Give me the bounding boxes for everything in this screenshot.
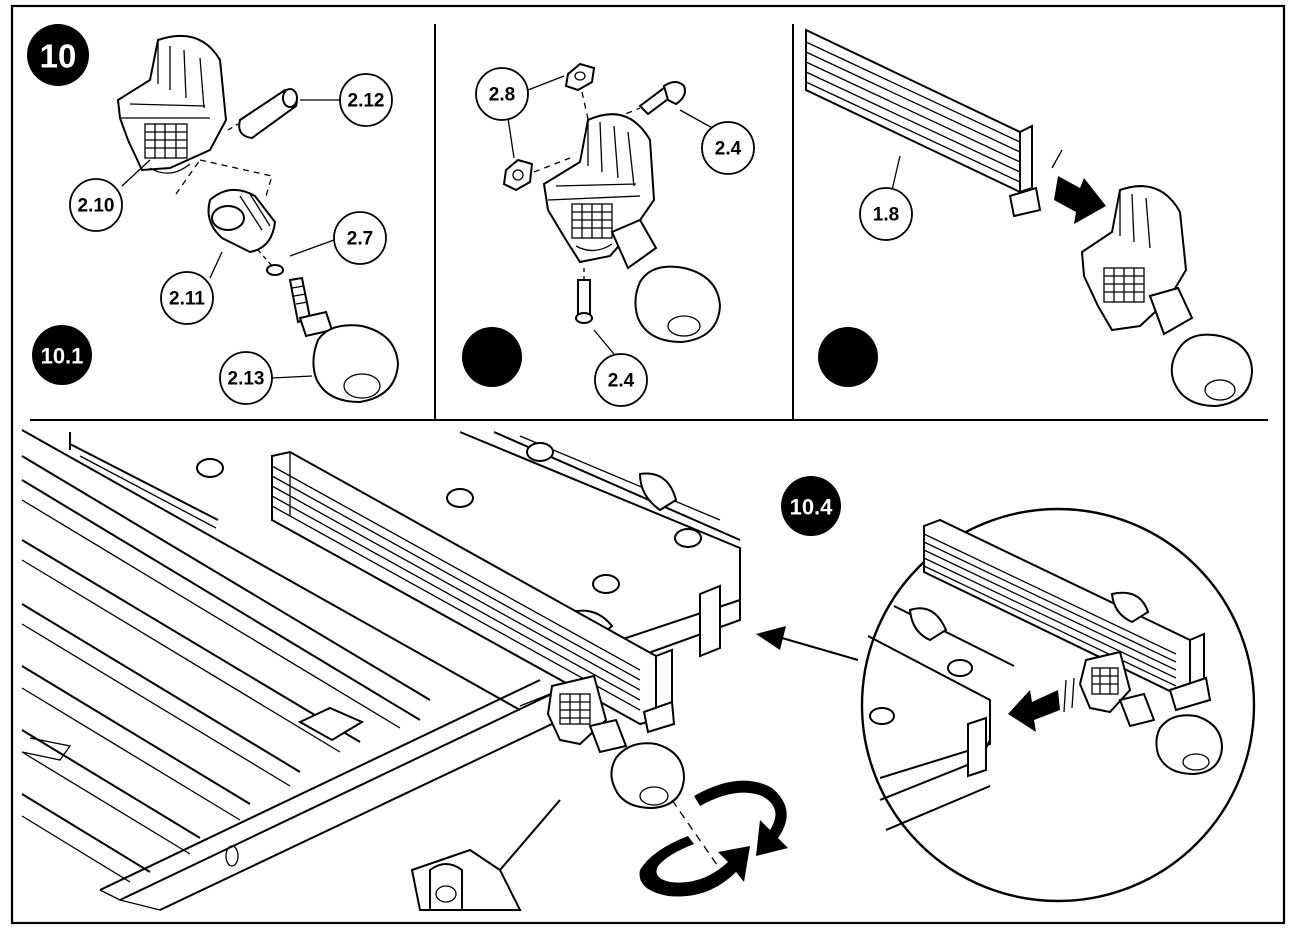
knob-right	[1170, 333, 1254, 408]
washer-part	[266, 264, 284, 276]
step-badge-sub3	[818, 327, 878, 387]
pointer-arrow-icon	[756, 626, 859, 661]
svg-text:2.11: 2.11	[169, 289, 205, 310]
clamp-ring	[207, 189, 277, 254]
square-nut-side	[502, 158, 534, 192]
svg-text:10.1: 10.1	[41, 344, 84, 369]
panel-rail-insert: 1.8	[805, 28, 1254, 408]
svg-text:2.8: 2.8	[489, 85, 515, 106]
callout-p2-a: 2.8	[475, 67, 529, 121]
svg-text:1.8: 1.8	[873, 205, 899, 226]
step-badge-sub2	[462, 327, 522, 387]
svg-text:2.4: 2.4	[608, 371, 635, 392]
end-cap-housing-assembled	[542, 113, 658, 270]
svg-text:2.4: 2.4	[715, 139, 742, 160]
svg-text:2.10: 2.10	[78, 196, 115, 217]
aluminium-rail	[805, 28, 1042, 218]
table-frame	[21, 429, 591, 911]
callout-p2-c: 2.4	[594, 353, 648, 407]
callout-p1-a: 2.12	[339, 73, 393, 127]
detail-magnifier	[860, 507, 1256, 903]
panel-screw-assembly: 2.8 2.4 2.4	[462, 62, 755, 407]
square-nut-top	[564, 62, 596, 92]
knob-screw	[288, 276, 400, 404]
bolt-top	[638, 81, 686, 116]
table-top-deck	[196, 431, 741, 658]
knob-assembled	[634, 265, 722, 344]
table-slats	[21, 432, 431, 883]
callout-p1-d: 2.11	[160, 271, 214, 325]
rotate-arrows-icon	[639, 780, 788, 897]
svg-text:10.4: 10.4	[790, 495, 834, 520]
push-arrow-icon	[1051, 149, 1106, 224]
step-badge-sub1: 10.1	[32, 325, 92, 385]
pin-part	[238, 88, 298, 140]
step-main-label: 10	[40, 38, 77, 75]
svg-text:2.12: 2.12	[348, 91, 385, 112]
callout-p3-a: 1.8	[859, 187, 913, 241]
svg-text:2.7: 2.7	[347, 229, 373, 250]
callout-p1-b: 2.10	[69, 178, 123, 232]
rail-on-table	[271, 450, 676, 734]
callout-p1-c: 2.7	[333, 211, 387, 265]
bolt-bottom	[575, 279, 593, 324]
step-badge-sub4: 10.4	[781, 476, 841, 536]
end-cap-housing-right	[1080, 185, 1194, 336]
page-frame	[10, 4, 1286, 925]
lower-bracket	[410, 799, 561, 911]
step-badge-main: 10	[27, 24, 89, 86]
end-cap-housing	[116, 35, 228, 174]
svg-text:2.13: 2.13	[228, 369, 265, 390]
clamp-under-table	[546, 674, 686, 810]
callout-p2-b: 2.4	[701, 121, 755, 175]
panel-table-view: 10.4	[21, 429, 1256, 911]
callout-p1-e: 2.13	[219, 351, 273, 405]
panel-exploded-knob: 10	[27, 24, 400, 405]
